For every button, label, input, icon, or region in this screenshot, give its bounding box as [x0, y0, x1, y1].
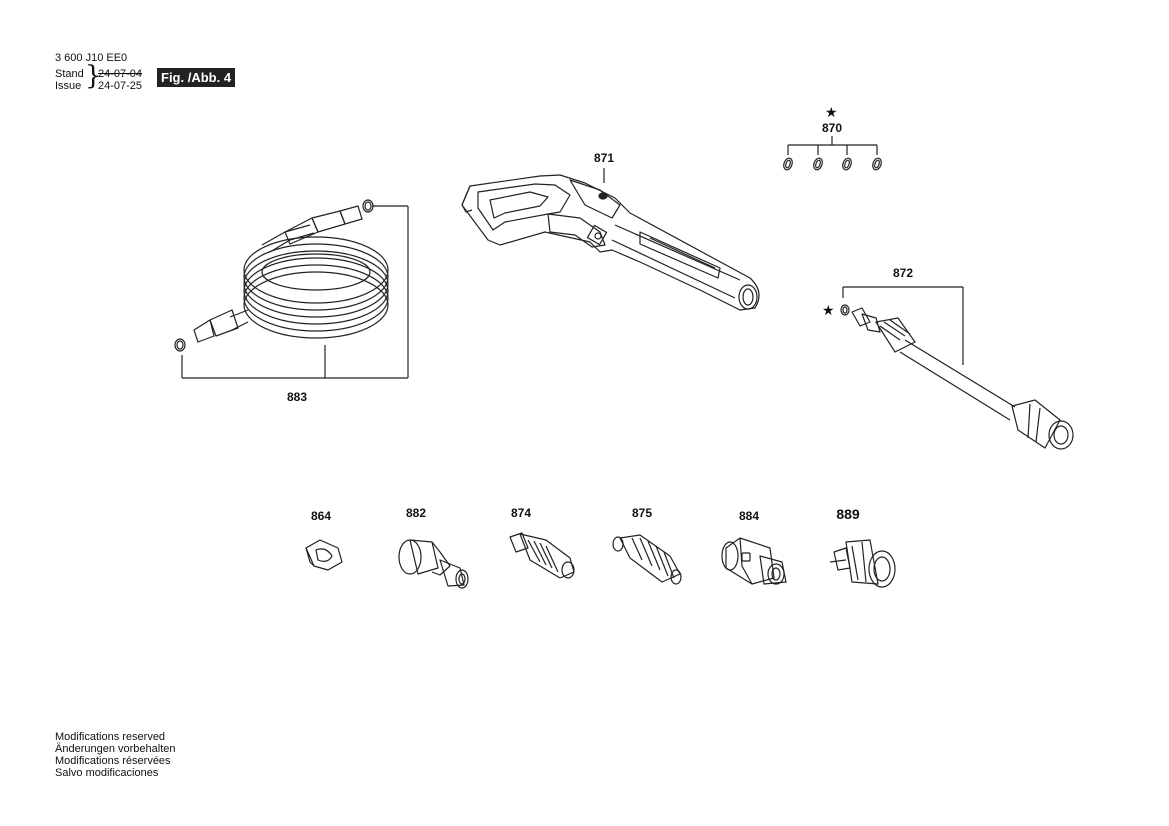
note-french: Modifications réservées [55, 755, 171, 767]
o-ring-icon [783, 157, 793, 171]
o-ring-icon [842, 157, 852, 171]
o-ring-icon [813, 157, 823, 171]
o-ring-icon [872, 157, 882, 171]
part-number-871: 871 [593, 151, 615, 165]
brace-icon: } [85, 61, 102, 91]
part-number-889: 889 [836, 506, 860, 522]
hose-883 [174, 199, 409, 379]
spray-gun-871 [461, 168, 760, 311]
stand-date: 24-07-04 [98, 68, 143, 80]
document-number: 3 600 J10 EE0 [55, 52, 128, 64]
star-marker-icon: ★ [825, 104, 838, 120]
part-number-864: 864 [310, 509, 332, 523]
o-ring-icon [362, 199, 374, 213]
figure-label: Fig. /Abb. 4 [157, 68, 236, 87]
stand-label: Stand [55, 68, 84, 80]
o-ring-icon [174, 338, 186, 352]
spray-lance-872 [840, 286, 1074, 450]
part-number-874: 874 [510, 506, 532, 520]
part-number-872: 872 [892, 266, 914, 280]
rotary-nozzle-875 [612, 534, 682, 585]
o-ring-set-870 [783, 136, 882, 171]
quick-coupling-884 [721, 537, 787, 585]
o-ring-icon [840, 304, 850, 316]
part-number-882: 882 [405, 506, 427, 520]
part-number-883: 883 [286, 390, 308, 404]
adapter-882 [398, 539, 469, 589]
note-english: Modifications reserved [55, 731, 166, 743]
connector-889 [829, 539, 896, 588]
part-number-875: 875 [631, 506, 653, 520]
part-number-870: 870 [821, 121, 843, 135]
nozzle-874 [509, 532, 575, 579]
issue-date: 24-07-25 [98, 80, 143, 92]
issue-label: Issue [55, 80, 82, 92]
star-marker-icon: ★ [822, 302, 835, 318]
note-german: Änderungen vorbehalten [55, 743, 176, 755]
clip-864 [305, 539, 343, 571]
note-spanish: Salvo modificaciones [55, 767, 159, 779]
part-number-884: 884 [738, 509, 760, 523]
